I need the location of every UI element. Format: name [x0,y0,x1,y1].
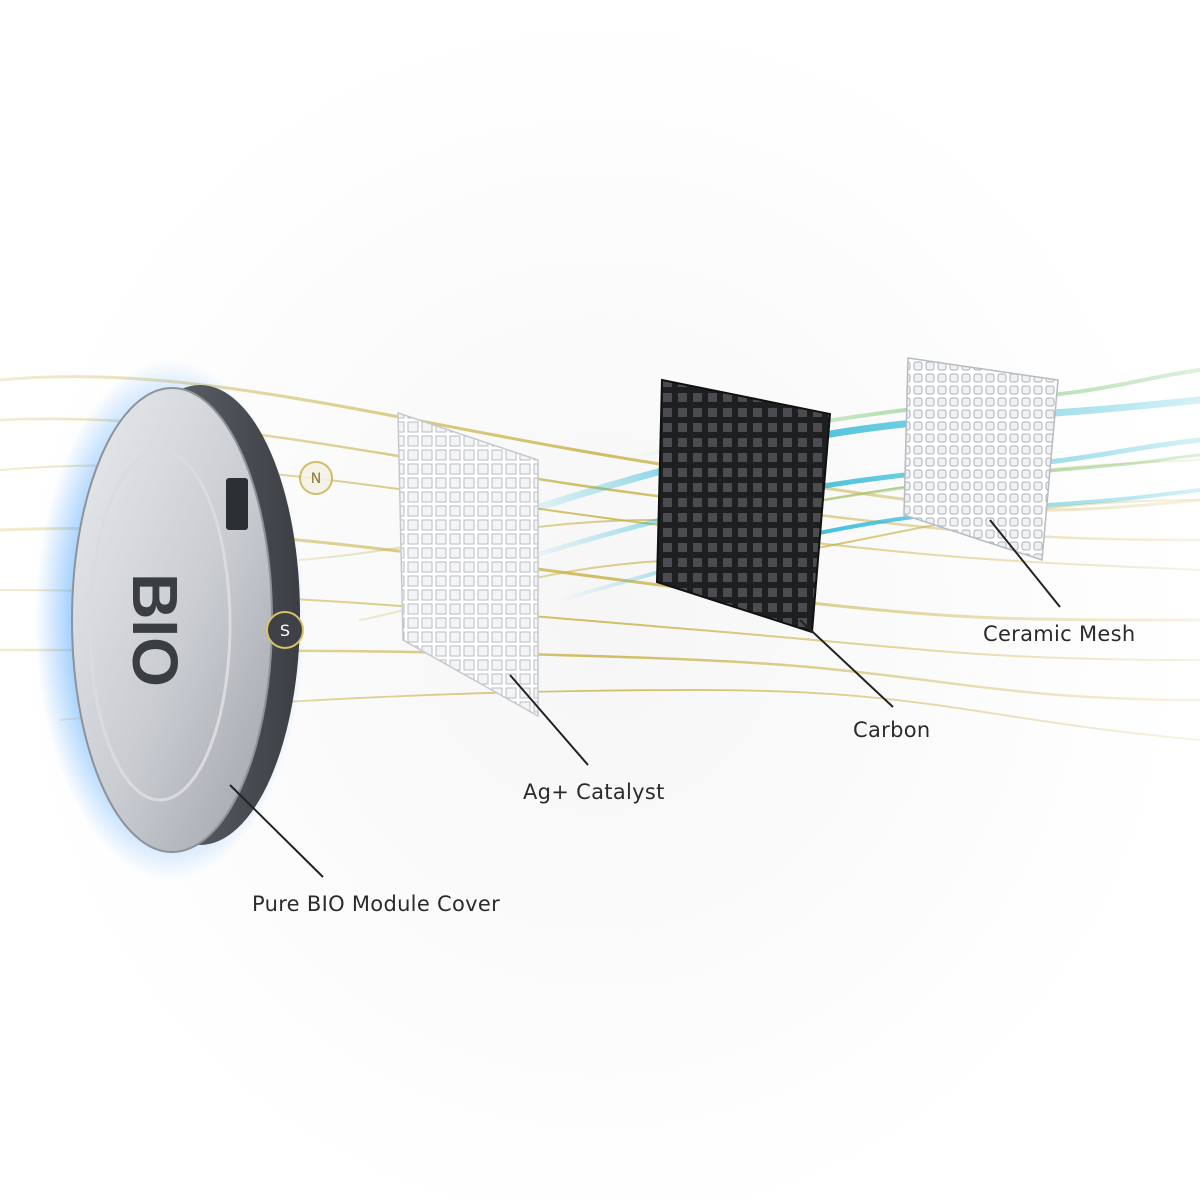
leader-line-ceramic-mesh [989,519,1061,608]
cover-latch [226,478,248,530]
ag-catalyst-mesh [397,411,539,718]
north-pole-badge: N [299,461,333,495]
label-ceramic-mesh: Ceramic Mesh [983,622,1136,646]
ceramic-mesh [903,357,1059,562]
label-pure-bio-module-cover: Pure BIO Module Cover [252,892,501,916]
leader-line-carbon [799,619,894,708]
south-pole-badge: S [266,611,304,649]
carbon-filter [655,378,832,634]
north-badge-letter: N [311,471,321,487]
label-ag-catalyst: Ag+ Catalyst [523,780,665,804]
leader-line-cover [229,784,324,878]
south-badge-letter: S [280,621,290,640]
pure-bio-module-cover: BIO [35,360,305,880]
leader-line-ag-catalyst [509,674,589,766]
cover-inner-ring [88,448,232,802]
leader-lines [229,519,1061,878]
label-carbon: Carbon [853,718,931,742]
module-logo: BIO [119,573,191,687]
